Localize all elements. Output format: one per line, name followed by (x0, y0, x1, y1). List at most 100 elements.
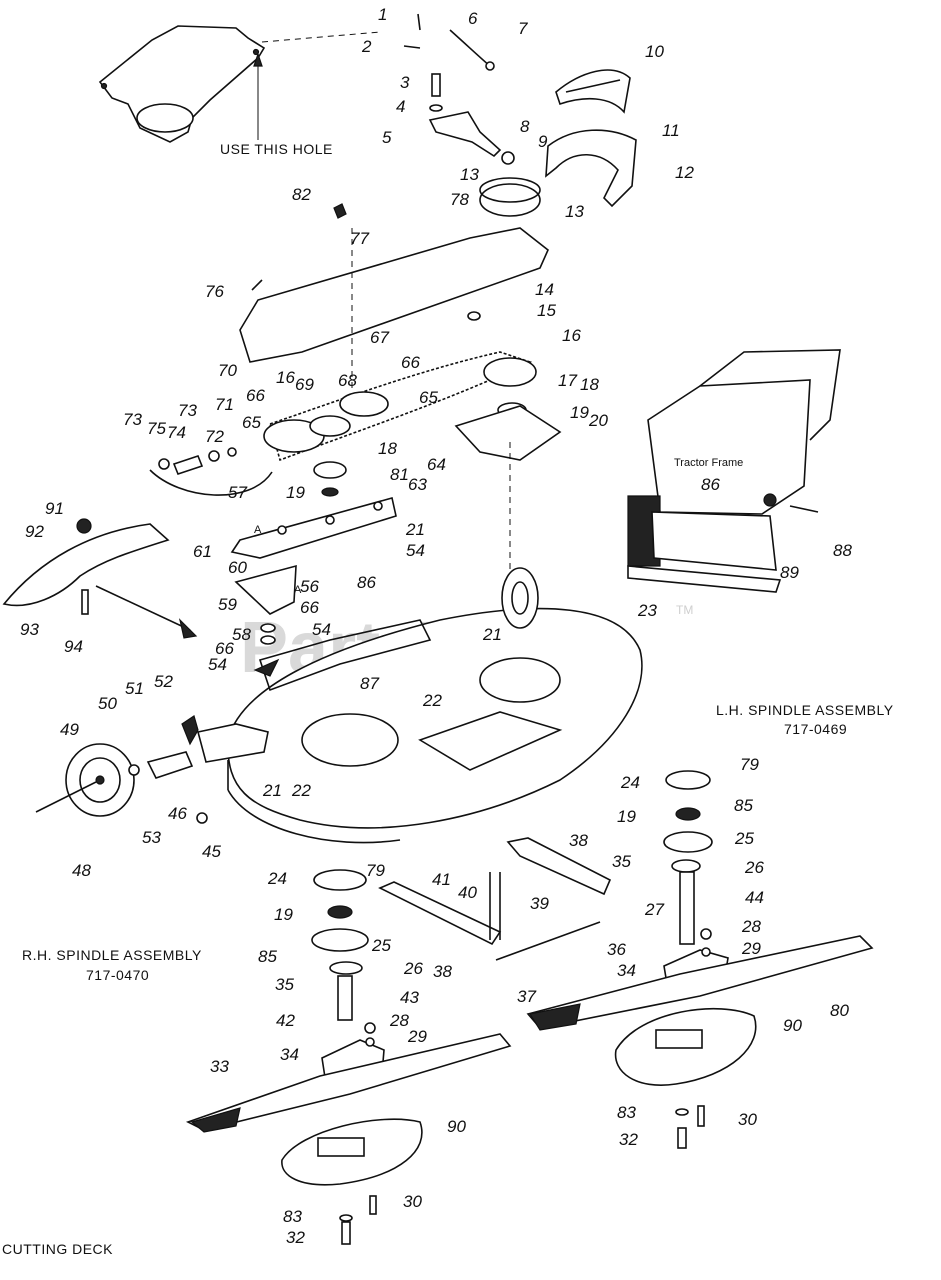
part-number-label: 15 (537, 301, 556, 320)
part-number-label: 9 (538, 132, 548, 151)
part-number-label: 43 (400, 988, 419, 1007)
part-number-label: 60 (228, 558, 247, 577)
part-number-label: 73 (123, 410, 142, 429)
part-number-label: 30 (738, 1110, 757, 1129)
part-number-label: 54 (406, 541, 425, 560)
tractor-frame-inset (627, 349, 841, 593)
part-number-label: 66 (246, 386, 265, 405)
part-number-label: 64 (427, 455, 446, 474)
part-number-label: 68 (338, 371, 357, 390)
part-number-label: 22 (291, 781, 311, 800)
part-number-label: 18 (378, 439, 397, 458)
part-number-label: 26 (744, 858, 764, 877)
part-number-label: 79 (366, 861, 385, 880)
part-number-label: 78 (450, 190, 469, 209)
part-number-label: 89 (780, 563, 799, 582)
part-number-label: 13 (565, 202, 584, 221)
part-number-label: 7 (518, 19, 528, 38)
part-number-label: 11 (662, 121, 680, 140)
rh-blade-adapter-pan (281, 1118, 423, 1245)
idler-plate (230, 497, 397, 559)
reference-a-label-1: A (254, 524, 262, 536)
part-number-label: 28 (389, 1011, 409, 1030)
belt-guards (545, 69, 637, 208)
part-number-label: 54 (208, 655, 227, 674)
part-number-label: 69 (295, 375, 314, 394)
part-number-label: 45 (202, 842, 221, 861)
part-number-label: 86 (701, 475, 720, 494)
part-number-label: 90 (447, 1117, 466, 1136)
part-number-label: 71 (215, 395, 234, 414)
rh-spindle-assembly-title: R.H. SPINDLE ASSEMBLY (22, 947, 202, 963)
part-number-label: 1 (378, 5, 387, 24)
part-number-label: 40 (458, 883, 477, 902)
lh-spindle-stack (663, 770, 729, 991)
part-number-label: 35 (275, 975, 294, 994)
part-number-label: 66 (215, 639, 234, 658)
part-number-label: 58 (232, 625, 251, 644)
part-number-label: 65 (419, 388, 438, 407)
lh-blade (526, 935, 874, 1031)
part-number-label: 94 (64, 637, 83, 656)
mounting-bracket (234, 564, 297, 645)
tractor-frame-label: Tractor Frame (674, 457, 743, 469)
trademark-mark: TM (676, 603, 693, 617)
part-number-label: 19 (617, 807, 636, 826)
part-number-label: 87 (360, 674, 379, 693)
reference-a-label-2: A (294, 584, 302, 596)
part-number-label: 13 (460, 165, 479, 184)
lh-spindle-assembly-title: L.H. SPINDLE ASSEMBLY (716, 702, 894, 718)
part-number-label: 14 (535, 280, 554, 299)
part-number-label: 49 (60, 720, 79, 739)
part-number-label: 52 (154, 672, 173, 691)
part-number-label: 67 (370, 328, 389, 347)
idler-spring-assembly (149, 447, 273, 496)
part-number-label: 19 (286, 483, 305, 502)
part-number-label: 3 (400, 73, 410, 92)
part-number-label: 57 (228, 483, 247, 502)
part-number-label: 44 (745, 888, 764, 907)
part-number-label: 66 (401, 353, 420, 372)
part-number-label: 88 (833, 541, 852, 560)
part-number-label: 82 (292, 185, 311, 204)
part-number-label: 16 (562, 326, 581, 345)
part-number-label: 19 (274, 905, 293, 924)
part-number-label: 30 (403, 1192, 422, 1211)
part-number-label: 41 (432, 870, 451, 889)
part-number-label: 2 (361, 37, 372, 56)
part-number-label: 42 (276, 1011, 295, 1030)
part-number-label: 8 (520, 117, 530, 136)
deck-housing (227, 567, 643, 844)
part-number-label: 5 (382, 128, 392, 147)
part-number-label: 72 (205, 427, 224, 446)
part-number-label: 37 (517, 987, 536, 1006)
part-number-label: 24 (620, 773, 640, 792)
cutting-deck-caption: CUTTING DECK (2, 1241, 113, 1257)
gauge-wheel-assembly (35, 715, 269, 824)
part-number-label: 28 (741, 917, 761, 936)
part-number-label: 16 (276, 368, 295, 387)
part-number-label: 73 (178, 401, 197, 420)
part-number-label: 22 (422, 691, 442, 710)
part-number-label: 46 (168, 804, 187, 823)
part-number-label: 81 (390, 465, 409, 484)
part-number-label: 54 (312, 620, 331, 639)
part-number-label: 74 (167, 423, 186, 442)
part-number-label: 92 (25, 522, 44, 541)
belt-guard-bracket (98, 25, 266, 143)
part-number-label: 12 (675, 163, 694, 182)
part-number-label: 56 (300, 577, 319, 596)
part-number-label: 34 (280, 1045, 299, 1064)
lh-spindle-assembly-number: 717-0469 (784, 721, 847, 737)
part-number-label: 10 (645, 42, 664, 61)
use-this-hole-caption: USE THIS HOLE (220, 141, 333, 157)
lh-blade-adapter-pan (614, 1007, 757, 1149)
part-number-label: 51 (125, 679, 144, 698)
part-number-label: 65 (242, 413, 261, 432)
part-number-label: 63 (408, 475, 427, 494)
part-number-label: 17 (558, 371, 577, 390)
discharge-deflector (2, 518, 198, 639)
part-number-label: 38 (433, 962, 452, 981)
part-number-label: 19 (570, 403, 589, 422)
part-number-label: 90 (783, 1016, 802, 1035)
